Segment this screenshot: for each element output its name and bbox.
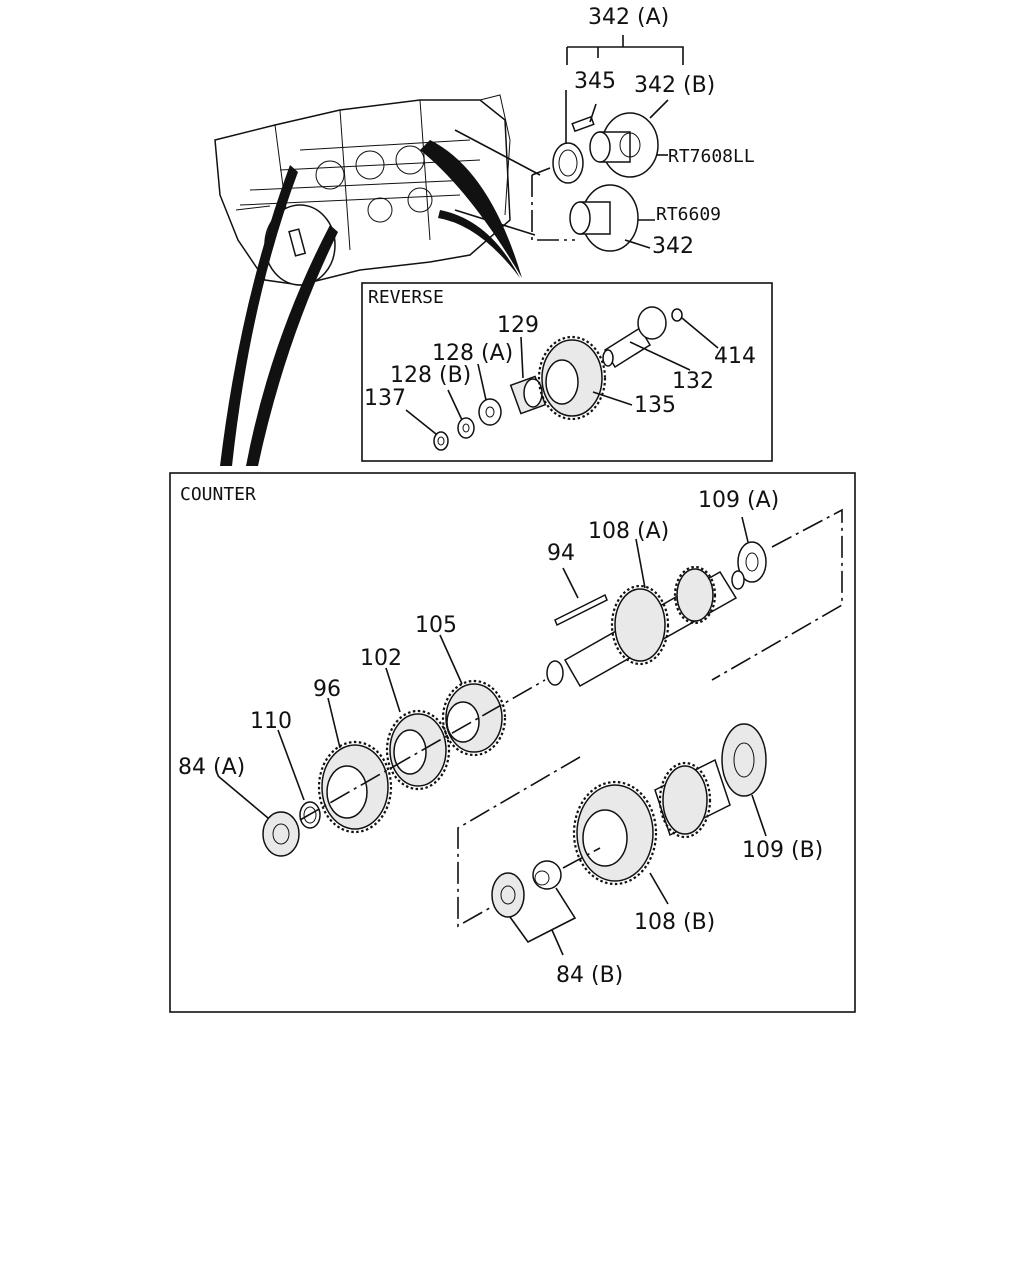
label-135: 135	[634, 393, 676, 418]
label-rt7608ll: RT7608LL	[668, 146, 755, 167]
counter-parts	[217, 508, 843, 956]
label-342a: 342 (A)	[588, 5, 669, 30]
label-109b: 109 (B)	[742, 838, 823, 863]
label-110: 110	[250, 709, 292, 734]
label-137: 137	[364, 386, 406, 411]
label-128b: 128 (B)	[390, 363, 471, 388]
label-342b: 342 (B)	[634, 73, 715, 98]
label-132: 132	[672, 369, 714, 394]
reverse-title: REVERSE	[368, 287, 444, 308]
label-109a: 109 (A)	[698, 488, 779, 513]
flange-group	[531, 35, 684, 252]
label-108a: 108 (A)	[588, 519, 669, 544]
reverse-pointer	[420, 140, 522, 278]
label-128a: 128 (A)	[432, 341, 513, 366]
label-102: 102	[360, 646, 402, 671]
counter-box	[169, 472, 856, 1013]
counter-title: COUNTER	[180, 484, 256, 505]
label-94: 94	[547, 541, 575, 566]
label-96: 96	[313, 677, 341, 702]
reverse-parts	[405, 306, 719, 451]
label-345: 345	[574, 69, 616, 94]
label-129: 129	[497, 313, 539, 338]
label-342: 342	[652, 234, 694, 259]
label-108b: 108 (B)	[634, 910, 715, 935]
label-rt6609: RT6609	[656, 204, 721, 225]
label-84a: 84 (A)	[178, 755, 245, 780]
label-105: 105	[415, 613, 457, 638]
label-84b: 84 (B)	[556, 963, 623, 988]
reverse-box	[361, 282, 773, 462]
label-414: 414	[714, 344, 756, 369]
counter-pointer	[220, 165, 298, 466]
